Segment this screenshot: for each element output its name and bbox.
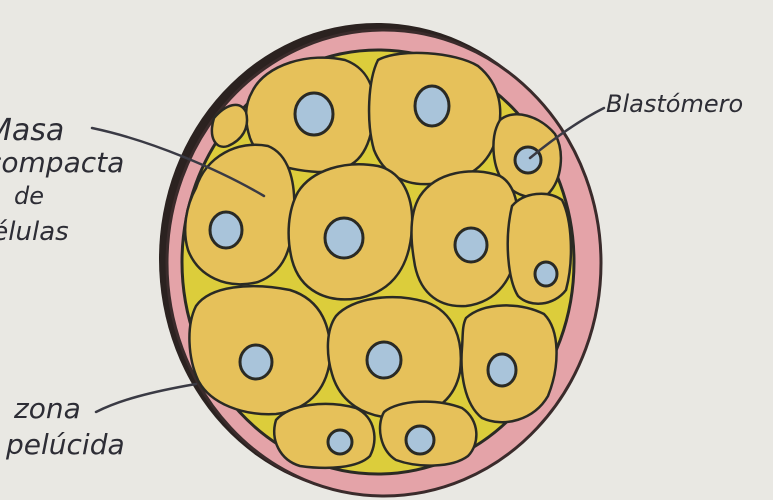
nucleus — [210, 212, 242, 248]
blastomere-cell — [508, 194, 571, 304]
label-masa-line4: células — [0, 217, 69, 247]
label-masa-line2: compacta — [0, 146, 124, 179]
label-masa-line3: de — [14, 182, 44, 210]
nucleus — [455, 228, 487, 262]
label-blastomero: Blastómero — [606, 90, 743, 118]
nucleus — [295, 93, 333, 135]
label-masa-line1: Masa — [0, 113, 64, 148]
nucleus — [328, 430, 352, 454]
nucleus — [325, 218, 363, 258]
nucleus — [535, 262, 557, 286]
nucleus — [406, 426, 434, 454]
nucleus — [240, 345, 272, 379]
label-zona-line2: pelúcida — [5, 428, 125, 461]
blastomere-cell — [274, 404, 374, 468]
nucleus — [367, 342, 401, 378]
label-zona-line1: zona — [13, 392, 81, 425]
nucleus — [488, 354, 516, 386]
nucleus — [415, 86, 449, 126]
blastomere-cells — [185, 53, 571, 468]
